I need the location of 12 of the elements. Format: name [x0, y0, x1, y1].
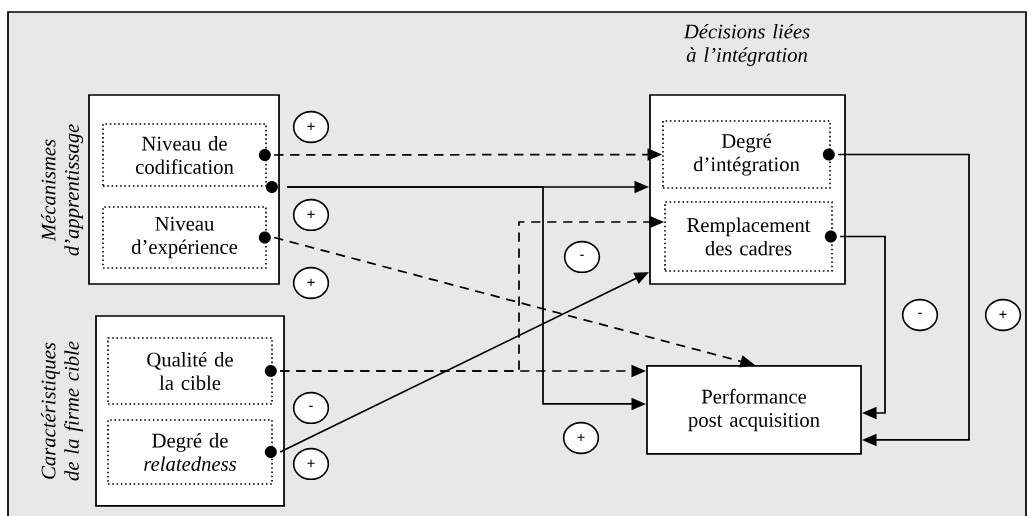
arrow: [837, 153, 970, 447]
group-heading: Caractéristiques de la firme cible: [41, 341, 84, 481]
outcome-box: Performance post acquisition: [646, 365, 862, 455]
factor-box: Degré d’intégration: [662, 120, 831, 189]
group-heading: Décisions liées à l’intégration: [683, 23, 810, 67]
factor-box: Degré de relatedness: [107, 419, 273, 485]
factor-box: Qualité de la cible: [107, 337, 273, 405]
factor-box: Remplacement des cadres: [664, 201, 833, 272]
arrow: [839, 235, 886, 420]
factor-box: Niveau d’expérience: [102, 206, 267, 269]
factor-box: Niveau de codification: [102, 123, 267, 187]
group-heading: Mécanismes d’apprentissage: [41, 124, 84, 256]
